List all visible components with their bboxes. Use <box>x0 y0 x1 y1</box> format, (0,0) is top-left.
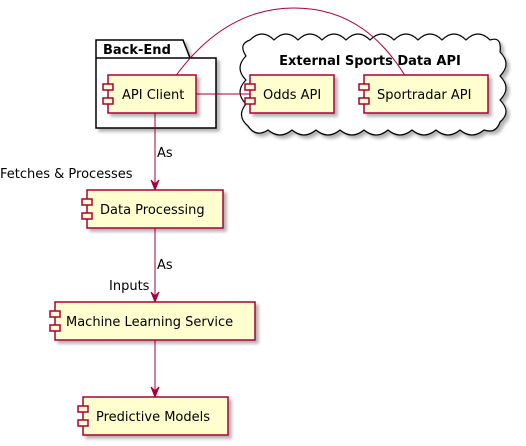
component-data-processing[interactable]: Data Processing <box>81 189 224 229</box>
odds-api-label: Odds API <box>263 88 321 103</box>
external-api-title: External Sports Data API <box>279 54 461 69</box>
component-api-client[interactable]: API Client <box>102 74 197 114</box>
api-client-label: API Client <box>122 88 184 103</box>
predictive-models-label: Predictive Models <box>96 410 210 425</box>
edge-end-label-inputs: Inputs <box>109 279 150 294</box>
component-sportradar-api[interactable]: Sportradar API <box>358 74 489 114</box>
backend-package-title: Back-End <box>103 43 171 58</box>
component-ml-service[interactable]: Machine Learning Service <box>49 301 256 341</box>
edge-processing-ml: As Inputs <box>109 228 173 304</box>
edge-label-as-2: As <box>157 258 173 273</box>
edge-apiclient-processing: As Fetches & Processes <box>0 113 173 192</box>
edge-end-label-fetches: Fetches & Processes <box>0 167 133 182</box>
component-odds-api[interactable]: Odds API <box>244 74 335 114</box>
edge-label-as-1: As <box>157 146 173 161</box>
edge-ml-models <box>150 340 160 399</box>
edge-apiclient-sportradar <box>169 7 411 85</box>
component-predictive-models[interactable]: Predictive Models <box>77 396 229 436</box>
ml-service-label: Machine Learning Service <box>66 315 233 330</box>
sportradar-api-label: Sportradar API <box>377 88 471 103</box>
data-processing-label: Data Processing <box>100 203 205 218</box>
